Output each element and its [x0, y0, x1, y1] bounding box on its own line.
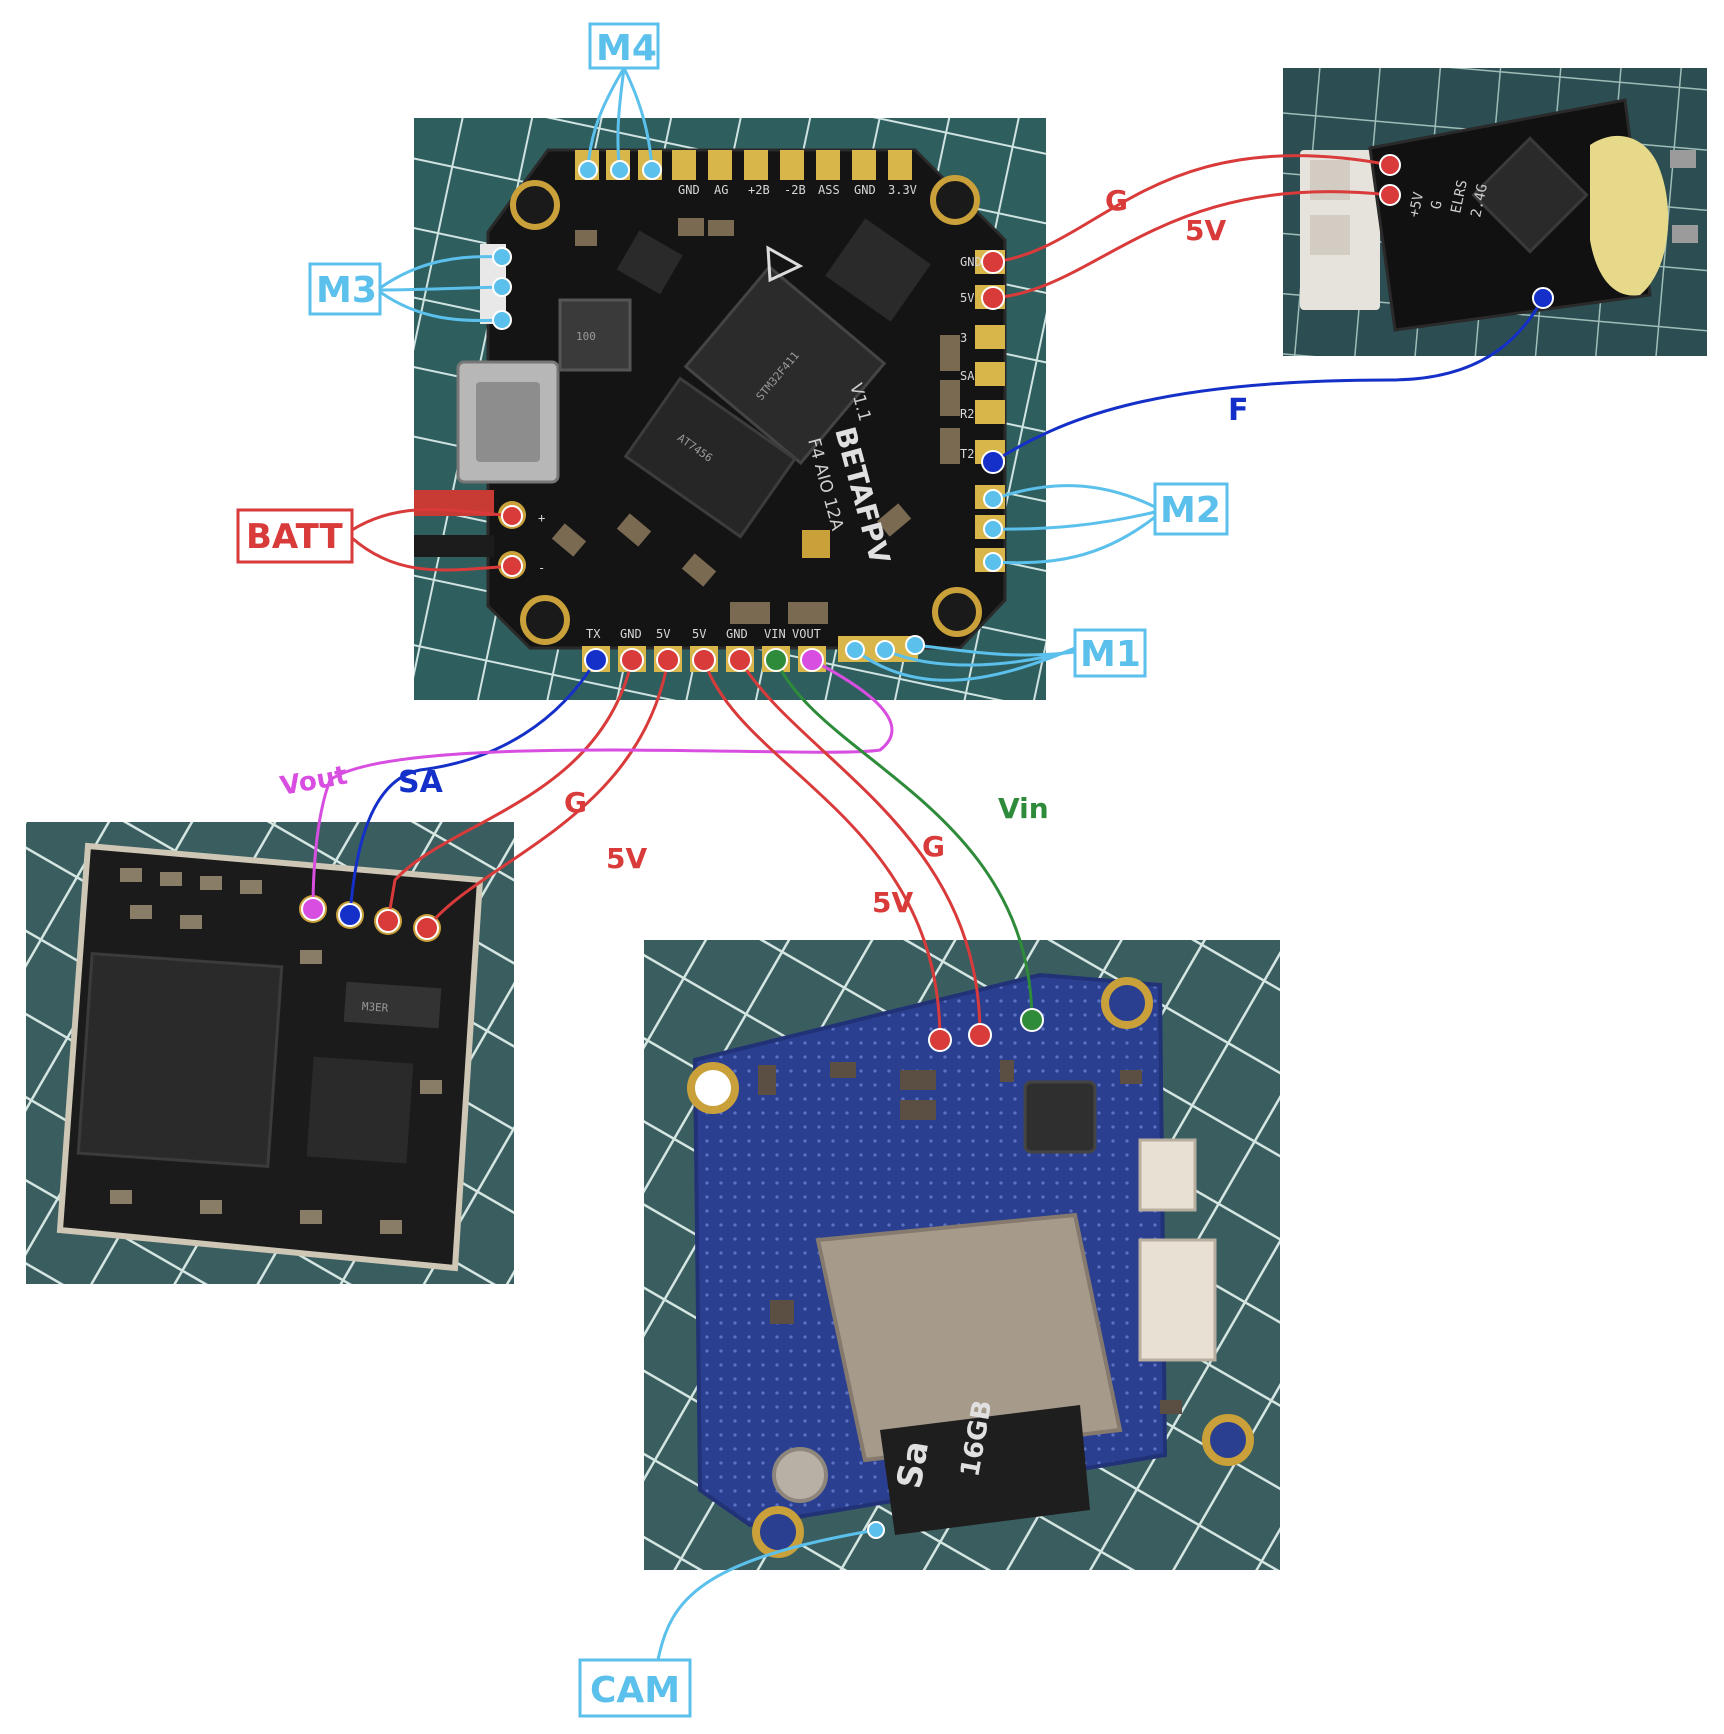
wire-label-cam-g: G	[922, 830, 945, 863]
wire-label-vtx-5v: 5V	[606, 842, 647, 875]
wires-layer	[311, 66, 1545, 1662]
vtx-photo: M3ER	[26, 822, 514, 1284]
sd-brand-text: Sa	[889, 1438, 937, 1492]
receiver-photo: +5V G ELRS 2.4G	[1283, 68, 1707, 356]
svg-text:BATT: BATT	[246, 517, 344, 557]
svg-text:TX: TX	[586, 627, 601, 641]
svg-text:-: -	[538, 561, 545, 575]
wire-label-rx-5v: 5V	[1185, 214, 1226, 247]
svg-text:5V: 5V	[656, 627, 670, 641]
svg-text:GND: GND	[726, 627, 748, 641]
wire-label-vtx-vout: Vout	[278, 761, 350, 802]
svg-text:M3: M3	[316, 270, 377, 311]
flight-controller-photo: GND AG +2B -2B ASS GND 3.3V GND 5V 3 SA …	[414, 118, 1046, 700]
svg-text:3.3V: 3.3V	[888, 183, 917, 197]
wire-label-rx-f: F	[1228, 393, 1249, 428]
svg-text:3: 3	[960, 331, 967, 345]
rx-silk-4: 2.4G	[1468, 183, 1491, 219]
svg-text:R2: R2	[960, 407, 974, 421]
svg-text:5V: 5V	[960, 291, 974, 305]
rx-silk-1: +5V	[1406, 190, 1427, 219]
svg-text:-2B: -2B	[784, 183, 806, 197]
wire-label-rx-g: G	[1105, 184, 1128, 217]
camera-photo: Sa 16GB	[644, 940, 1280, 1570]
svg-text:VIN: VIN	[764, 627, 786, 641]
svg-text:GND: GND	[854, 183, 876, 197]
svg-text:5V: 5V	[692, 627, 706, 641]
label-batt: BATT	[236, 508, 354, 564]
rx-silk-3: ELRS	[1448, 179, 1471, 215]
wire-label-cam-5v: 5V	[872, 886, 913, 919]
svg-text:M4: M4	[596, 28, 657, 69]
label-m1: M1	[1073, 628, 1147, 678]
svg-text:GND: GND	[960, 255, 982, 269]
svg-text:+2B: +2B	[748, 183, 770, 197]
label-m2: M2	[1153, 482, 1229, 536]
svg-text:AG: AG	[714, 183, 728, 197]
wire-label-vtx-sa: SA	[398, 765, 444, 800]
rx-silk-2: G	[1428, 199, 1445, 211]
svg-text:M1: M1	[1080, 634, 1141, 675]
label-m3: M3	[308, 262, 382, 316]
svg-text:+: +	[538, 511, 545, 525]
wire-label-vtx-g: G	[564, 786, 587, 819]
svg-text:GND: GND	[678, 183, 700, 197]
svg-text:ASS: ASS	[818, 183, 840, 197]
connection-dots	[301, 154, 1554, 1539]
label-cam: CAM	[578, 1658, 692, 1718]
wire-label-cam-vin: Vin	[998, 792, 1049, 825]
vtx-chip-text: M3ER	[361, 1000, 389, 1015]
svg-text:CAM: CAM	[590, 1670, 680, 1711]
svg-text:M2: M2	[1160, 490, 1221, 531]
svg-text:T2: T2	[960, 447, 974, 461]
svg-text:VOUT: VOUT	[792, 627, 821, 641]
svg-text:100: 100	[576, 330, 596, 343]
label-m4: M4	[588, 22, 660, 70]
svg-text:SA: SA	[960, 369, 975, 383]
svg-text:GND: GND	[620, 627, 642, 641]
